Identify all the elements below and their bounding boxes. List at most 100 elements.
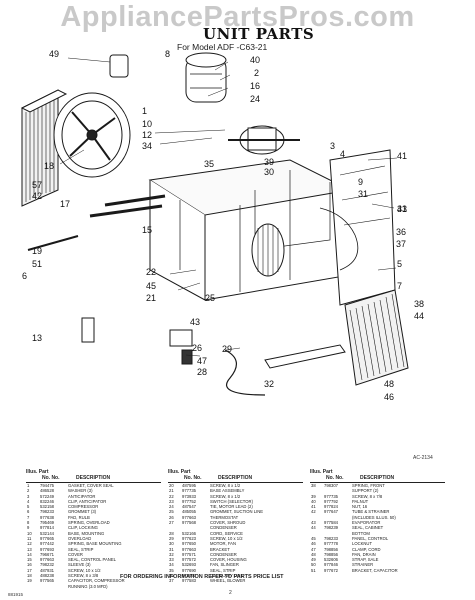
illus-no: 47 (311, 546, 316, 552)
callout-15: 15 (142, 225, 153, 235)
page-number: 2 (229, 590, 232, 596)
illus-no: 8 (27, 520, 30, 526)
callout-33: 33 (397, 204, 408, 214)
description: SLEEVE (3) (68, 562, 91, 568)
callout-49: 49 (49, 49, 60, 59)
description: PAN, DRAIN (352, 551, 376, 557)
callout-6: 6 (22, 271, 28, 281)
part-no: 977623 (182, 535, 196, 541)
illus-no: 33 (169, 557, 174, 563)
callout-29: 29 (222, 344, 233, 354)
callout-37: 37 (396, 239, 407, 249)
callout-47: 47 (197, 356, 208, 366)
illus-no: 15 (27, 557, 32, 563)
part-no: 977814 (40, 525, 54, 531)
description: FAN, SLINGER (210, 562, 239, 568)
part-no: 977572 (182, 557, 196, 563)
part-no: 977638 (40, 514, 54, 520)
callout-42: 42 (32, 191, 43, 201)
callout-22: 22 (146, 267, 157, 277)
description: STRAP, SALE (352, 557, 379, 563)
part-no: 977568 (182, 520, 196, 526)
part-no: 977665 (40, 535, 54, 541)
illus-no: 24 (169, 504, 174, 510)
illus-no: 26 (169, 514, 174, 520)
description: CLAMP, CORD (352, 546, 381, 552)
illus-no: 14 (27, 551, 32, 557)
part-no: 798239 (324, 525, 338, 531)
description: CONDENSER (210, 551, 237, 557)
callout-43: 43 (190, 317, 201, 327)
description: BOTTOM (352, 530, 370, 536)
callout-41b: 41 (397, 204, 408, 214)
illus-no: 49 (311, 557, 316, 563)
page-title: UNIT PARTS (203, 25, 315, 43)
description: SCREW, 10 x 1/2 (210, 535, 243, 541)
description: PAD, RULB (68, 514, 90, 520)
callout-32: 32 (264, 379, 275, 389)
table-row: (INCLUDES ILLUS. 50) (310, 515, 445, 520)
callout-35: 35 (204, 159, 215, 169)
description: NUT, 16 (352, 504, 368, 510)
description: GROMMET (3) (68, 509, 97, 515)
seal-pad (81, 317, 95, 343)
part-no: 795469 (40, 520, 54, 526)
description: SCREW, 8 x 3/8 (68, 573, 99, 579)
part-no: 977693 (182, 573, 196, 579)
description: PALNUT (352, 498, 369, 504)
table-header: Illus. Part No. No. DESCRIPTION (310, 468, 445, 483)
part-no: 977690 (182, 567, 196, 573)
housing-cover (329, 149, 396, 306)
part-no: 798856 (324, 551, 338, 557)
service-cord (224, 349, 266, 396)
illus-no: 11 (27, 535, 32, 541)
description: BRACKET (210, 546, 230, 552)
callout-28: 28 (197, 367, 208, 377)
capacitor (109, 54, 129, 78)
callout-30: 30 (264, 167, 275, 177)
illus-no: 39 (311, 493, 316, 499)
part-no: 977650 (182, 541, 196, 547)
description: BASE, MOUNTING (68, 530, 105, 536)
model-subtitle: For Model ADF -C63-21 (177, 42, 268, 52)
description: BASE ASSEMBLY (210, 488, 245, 494)
description: SUPPORT (2) (352, 488, 379, 494)
part-no: 796671 (40, 551, 54, 557)
description: RUNNING (3.0 MFD) (68, 583, 108, 589)
illus-no: 28 (169, 530, 174, 536)
description: LOCKNUT (352, 541, 373, 547)
illus-no: 30 (169, 541, 174, 547)
illus-no: 48 (311, 551, 316, 557)
illus-no: 34 (169, 562, 174, 568)
description: SEAL, CONTROL PANEL (68, 557, 116, 563)
description: CONDENSER (210, 525, 237, 531)
callout-17: 17 (60, 199, 71, 209)
description: MOTOR, FAN (210, 541, 236, 547)
description: CAPACITOR, COMPRESSOR (68, 578, 125, 584)
callout-46: 46 (384, 392, 395, 402)
condenser-coil (20, 89, 68, 207)
part-no: 798233 (324, 535, 338, 541)
description: SEAL, STRIP (68, 546, 94, 552)
callout-44: 44 (414, 311, 425, 321)
description: COVER, SHROUD (210, 520, 246, 526)
illus-no: 43 (311, 520, 316, 526)
description: SCREW, 10 x 1/2 (68, 567, 101, 573)
